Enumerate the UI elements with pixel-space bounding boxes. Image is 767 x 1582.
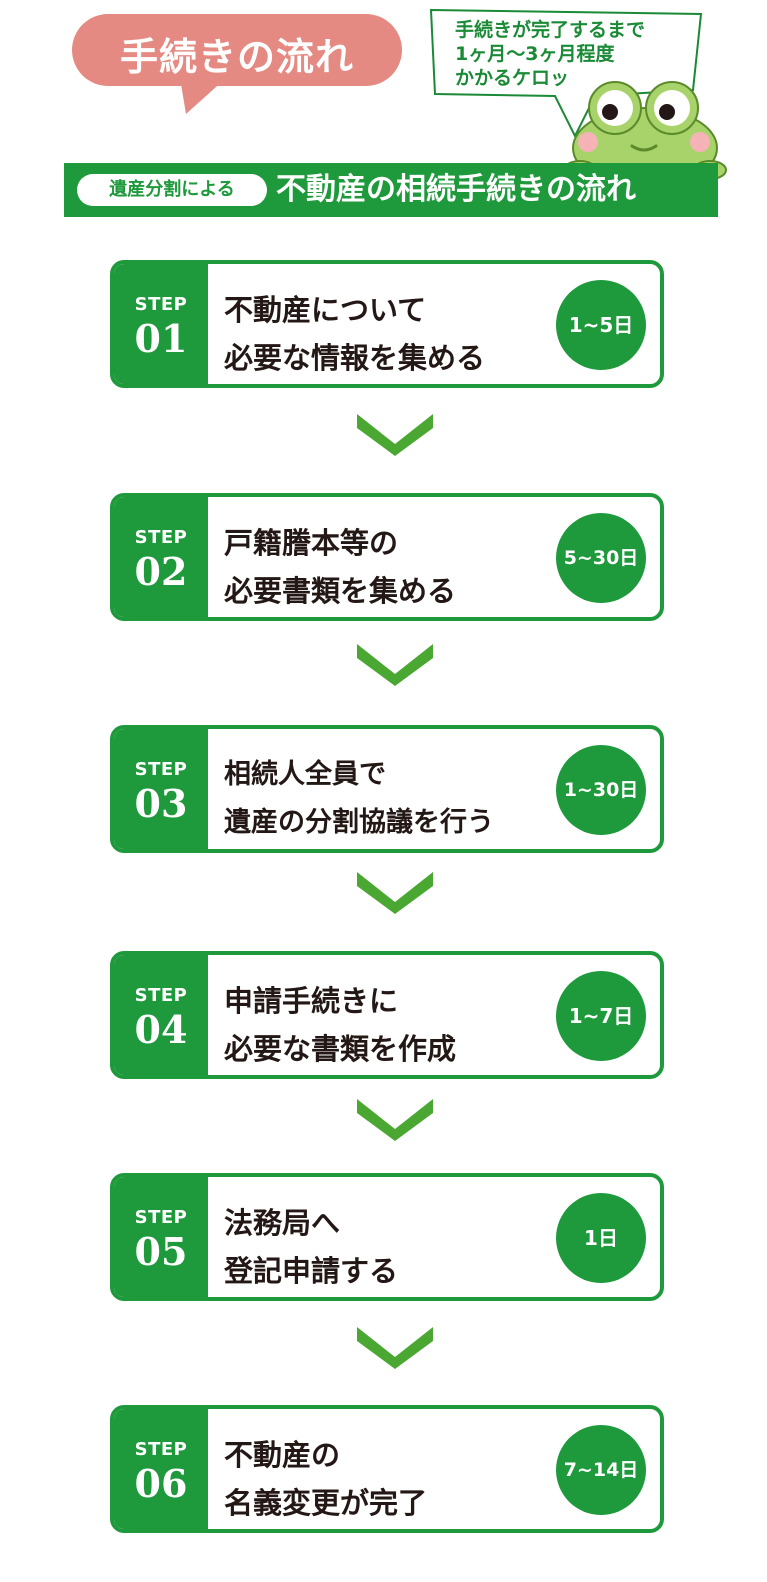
step-description: 不動産の 名義変更が完了	[224, 1431, 427, 1527]
step-description-line: 相続人全員で	[224, 759, 386, 790]
step-number-box	[114, 497, 208, 617]
step-number: 03	[134, 781, 188, 826]
bubble-tail	[180, 78, 226, 114]
step-duration-badge: 1~7日	[556, 971, 646, 1061]
frog-message-line: 1ヶ月～3ヶ月程度	[455, 43, 615, 65]
step-number: 05	[134, 1229, 188, 1274]
step-duration-badge: 1~30日	[556, 745, 646, 835]
step-description: 法務局へ 登記申請する	[224, 1199, 398, 1295]
step-number-box	[114, 729, 208, 849]
page-title: 手続きの流れ	[119, 35, 354, 79]
step-description-line: 必要な書類を作成	[224, 1032, 457, 1066]
chevron-down-icon	[357, 872, 433, 914]
step-description-line: 必要書類を集める	[224, 574, 457, 608]
step-number: 04	[134, 1007, 188, 1052]
frog-message-line: かかるケロッ	[455, 67, 570, 89]
step-description-line: 名義変更が完了	[224, 1486, 428, 1520]
step-description-line: 申請手続きに	[224, 984, 399, 1018]
step-card-06: STEP 06 不動産の 名義変更が完了 7~14日	[110, 1405, 664, 1533]
step-description: 不動産について 必要な情報を集める	[224, 286, 485, 382]
chevron-down-icon	[357, 414, 433, 456]
step-label: STEP	[134, 1207, 188, 1228]
step-description: 申請手続きに 必要な書類を作成	[224, 977, 456, 1073]
step-label: STEP	[134, 759, 188, 780]
chevron-down-icon	[357, 644, 433, 686]
step-card-03: STEP 03 相続人全員で 遺産の分割協議を行う 1~30日	[110, 725, 664, 853]
heading-tag: 遺産分割による	[77, 174, 267, 206]
step-card-01: STEP 01 不動産について 必要な情報を集める 1~5日	[110, 260, 664, 388]
step-label: STEP	[134, 527, 188, 548]
heading-band: 遺産分割による 不動産の相続手続きの流れ	[64, 163, 718, 217]
step-number: 02	[134, 549, 188, 594]
step-description-line: 不動産の	[224, 1438, 341, 1472]
step-description-line: 戸籍謄本等の	[224, 526, 399, 560]
step-number-box	[114, 955, 208, 1075]
step-number-box	[114, 1177, 208, 1297]
frog-message: 手続きが完了するまで 1ヶ月～3ヶ月程度 かかるケロッ	[455, 18, 645, 90]
step-card-02: STEP 02 戸籍謄本等の 必要書類を集める 5~30日	[110, 493, 664, 621]
step-label: STEP	[134, 294, 188, 315]
step-description-line: 遺産の分割協議を行う	[224, 807, 494, 838]
step-number: 06	[134, 1461, 188, 1506]
step-description-line: 登記申請する	[224, 1254, 399, 1288]
frog-speech-balloon: 手続きが完了するまで 1ヶ月～3ヶ月程度 かかるケロッ	[425, 4, 707, 139]
chevron-down-icon	[357, 1327, 433, 1369]
step-number-box	[114, 1409, 208, 1529]
step-description: 戸籍謄本等の 必要書類を集める	[224, 519, 456, 615]
step-duration-badge: 5~30日	[556, 513, 646, 603]
step-description: 相続人全員で 遺産の分割協議を行う	[224, 751, 494, 847]
step-duration-badge: 7~14日	[556, 1425, 646, 1515]
step-card-05: STEP 05 法務局へ 登記申請する 1日	[110, 1173, 664, 1301]
step-label: STEP	[134, 1439, 188, 1460]
frog-mascot-icon	[563, 81, 727, 180]
title-bubble: 手続きの流れ	[72, 14, 402, 114]
frog-message-line: 手続きが完了するまで	[455, 19, 646, 41]
step-description-line: 法務局へ	[224, 1206, 341, 1240]
step-duration-badge: 1日	[556, 1193, 646, 1283]
step-label: STEP	[134, 985, 188, 1006]
step-card-04: STEP 04 申請手続きに 必要な書類を作成 1~7日	[110, 951, 664, 1079]
step-number-box	[114, 264, 208, 384]
chevron-down-icon	[357, 1099, 433, 1141]
step-description-line: 必要な情報を集める	[224, 341, 486, 375]
step-duration-badge: 1~5日	[556, 280, 646, 370]
step-description-line: 不動産について	[224, 293, 427, 327]
step-number: 01	[134, 316, 188, 361]
balloon-outline-icon	[429, 8, 703, 139]
heading-title: 不動産の相続手続きの流れ	[276, 172, 636, 207]
